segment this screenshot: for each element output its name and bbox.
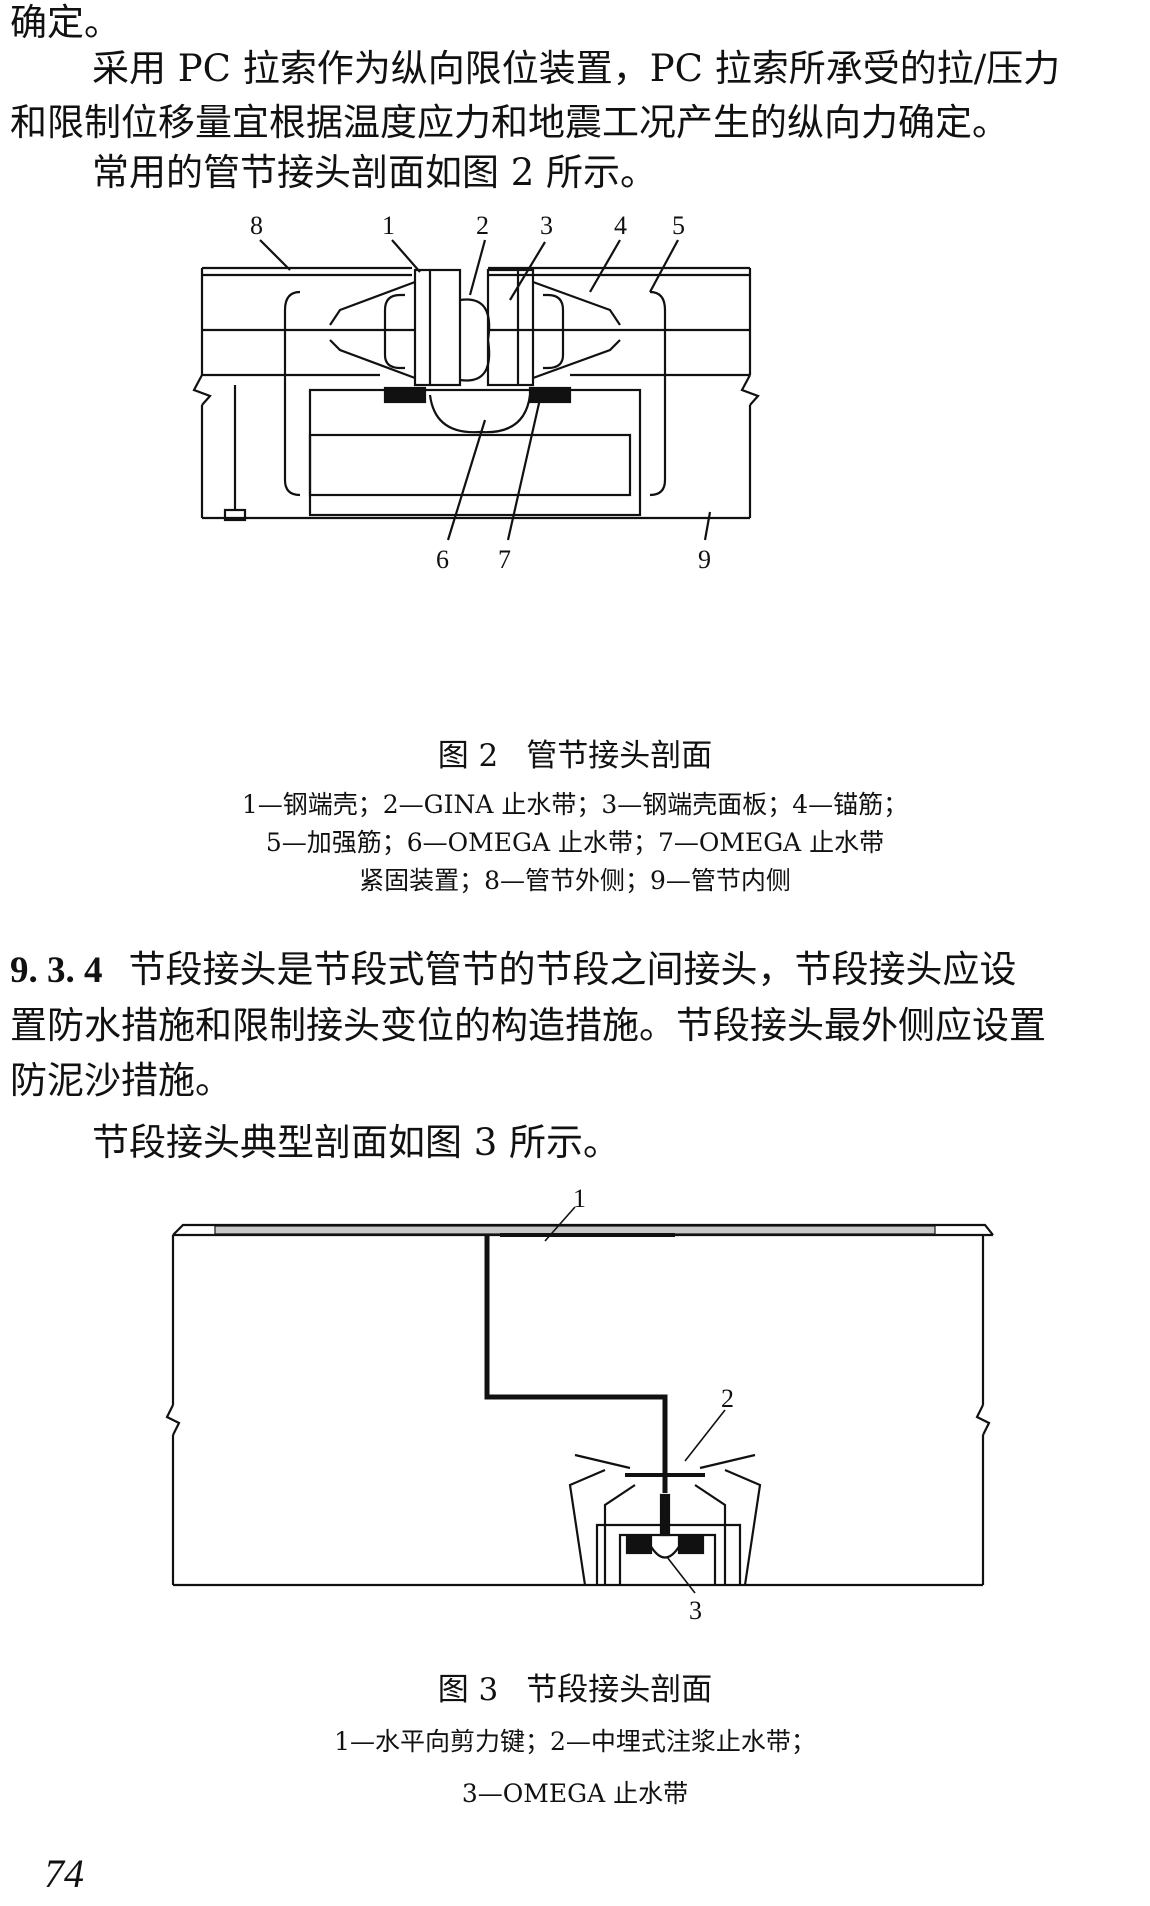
figure-3-number: 图 3 — [437, 1672, 499, 1708]
figure-3-note: 3—OMEGA 止水带 — [461, 1779, 689, 1808]
clause-text: 节段接头是节段式管节的节段之间接头，节段接头应设 — [128, 948, 1017, 991]
text-line: 常用的管节接头剖面如图 2 所示。 — [92, 151, 658, 194]
page-number: 74 — [44, 1851, 84, 1896]
figure-3-drawing: 1 2 3 — [165, 1185, 1005, 1645]
figure-3-title: 图 3 节段接头剖面 — [0, 1664, 1150, 1709]
figure-2-note: 紧固装置；8—管节外侧；9—管节内侧 — [359, 866, 791, 895]
figure-2-name: 管节接头剖面 — [526, 738, 713, 774]
figure-2-label: 7 — [498, 545, 511, 574]
figure-2-label: 4 — [614, 211, 627, 240]
figure-2-label: 8 — [250, 211, 263, 240]
clause-first-line: 9. 3. 4 节段接头是节段式管节的节段之间接头，节段接头应设 — [10, 947, 1017, 994]
figure-3-label: 3 — [689, 1596, 702, 1625]
text-line: 置防水措施和限制接头变位的构造措施。节段接头最外侧应设置 — [10, 1004, 1046, 1047]
text-line: 和限制位移量宜根据温度应力和地震工况产生的纵向力确定。 — [10, 101, 1009, 144]
figure-2-drawing: 8 1 2 3 4 5 6 7 9 — [180, 200, 980, 580]
figure-2-note: 1—钢端壳；2—GINA 止水带；3—钢端壳面板；4—锚筋； — [241, 790, 909, 819]
text-line: 防泥沙措施。 — [10, 1059, 232, 1102]
figure-2-note: 5—加强筋；6—OMEGA 止水带；7—OMEGA 止水带 — [265, 828, 885, 857]
clause-number: 9. 3. 4 — [10, 950, 103, 991]
figure-2-title: 图 2 管节接头剖面 — [0, 730, 1150, 775]
figure-3-note: 1—水平向剪力键；2—中埋式注浆止水带； — [334, 1727, 816, 1756]
figure-2-label: 6 — [436, 545, 449, 574]
figure-3-label: 2 — [721, 1384, 734, 1413]
figure-2-label: 3 — [540, 211, 553, 240]
text-line: 节段接头典型剖面如图 3 所示。 — [92, 1121, 621, 1164]
figure-3-label: 1 — [573, 1185, 586, 1213]
figure-3-name: 节段接头剖面 — [526, 1672, 713, 1708]
text-line: 确定。 — [10, 1, 121, 44]
figure-2-label: 1 — [382, 211, 395, 240]
figure-2-label: 2 — [476, 211, 489, 240]
figure-2-label: 5 — [672, 211, 685, 240]
figure-2-label: 9 — [698, 545, 711, 574]
figure-2-number: 图 2 — [437, 738, 499, 774]
text-line: 采用 PC 拉索作为纵向限位装置，PC 拉索所承受的拉/压力 — [92, 47, 1061, 90]
